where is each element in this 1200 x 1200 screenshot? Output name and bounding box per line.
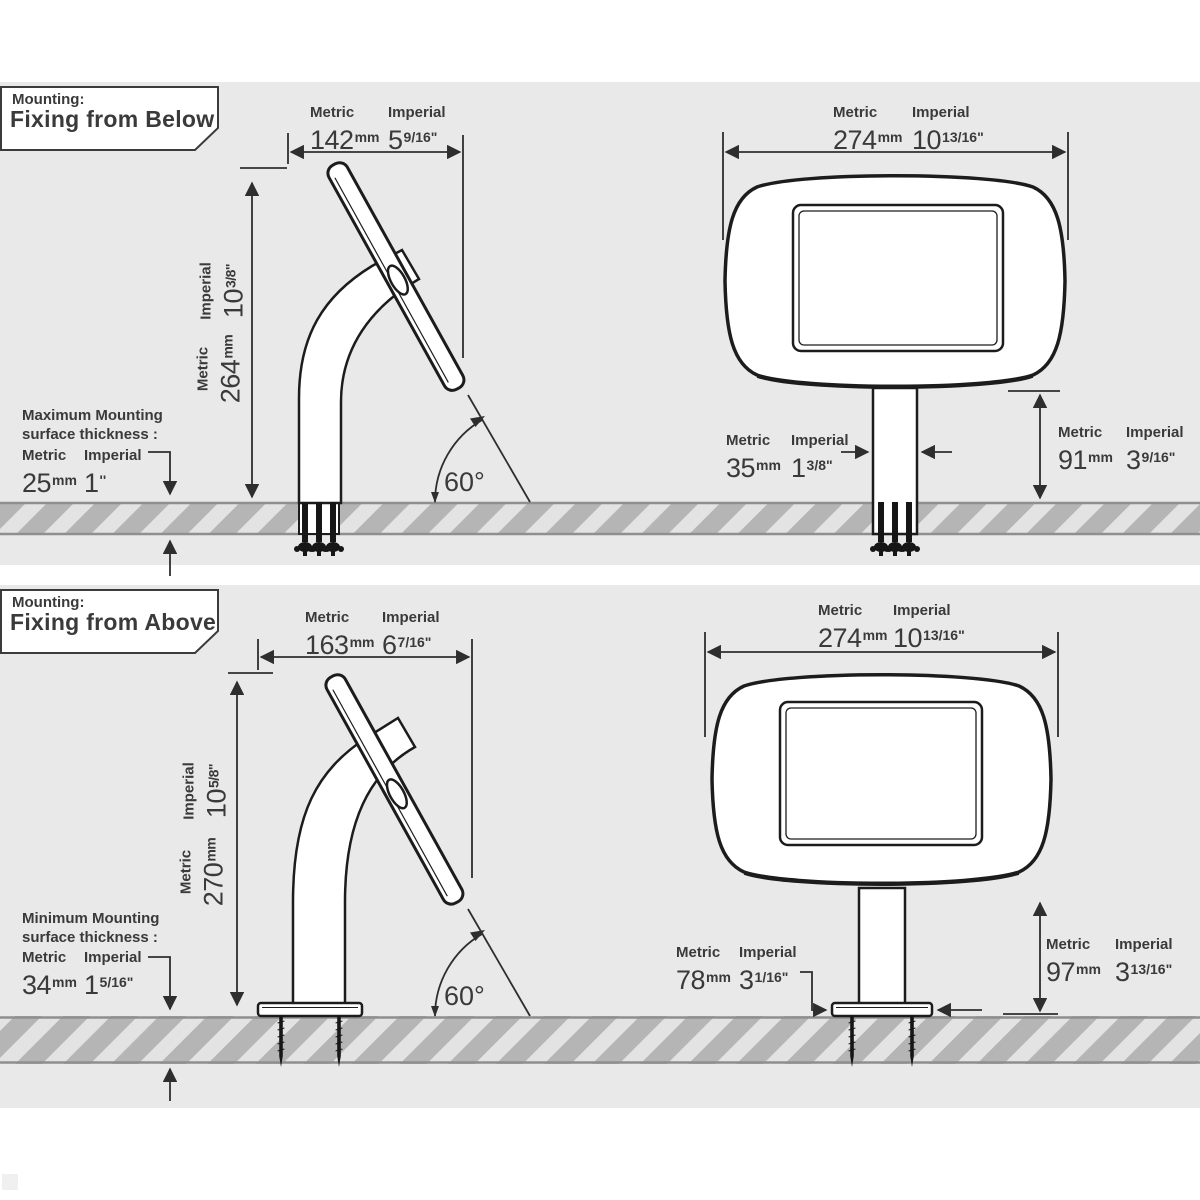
thickness-imperial-below: Imperial 1'' [84,447,142,498]
thickness-metric-above: Metric 34mm [22,949,77,1000]
side-height-metric-above: Metric 270mm [177,837,229,907]
base-width-metric-above: Metric 78mm [676,944,731,995]
stem-height-metric-above: Metric 97mm [1046,936,1101,987]
side-height-imperial-below: Imperial 103/8" [197,262,249,320]
section-fixing-from-below [0,82,1200,565]
title-prefix-below: Mounting: [12,91,85,108]
base-width-imperial-above: Imperial 31/16" [739,944,797,995]
page-title-below: Fixing from Below [10,106,215,132]
stem-height-imperial-above: Imperial 313/16" [1115,936,1173,987]
thickness-note-above: Minimum Mounting surface thickness : [22,910,160,946]
thickness-imperial-above: Imperial 15/16" [84,949,142,1000]
front-width-metric-below: Metric 274mm [833,104,903,155]
side-width-metric-below: Metric 142mm [310,104,380,155]
front-width-imperial-below: Imperial 1013/16" [912,104,984,155]
side-width-imperial-below: Imperial 59/16" [388,104,446,155]
stem-height-metric-below: Metric 91mm [1058,424,1113,475]
side-width-metric-above: Metric 163mm [305,609,375,660]
tilt-angle-above: 60° [444,981,485,1011]
page-title-above: Fixing from Above [10,609,217,635]
side-height-metric-below: Metric 264mm [194,334,246,404]
watermark-square [2,1174,18,1190]
stem-width-metric-below: Metric 35mm [726,432,781,483]
front-width-imperial-above: Imperial 1013/16" [893,602,965,653]
thickness-metric-below: Metric 25mm [22,447,77,498]
title-prefix-above: Mounting: [12,594,85,611]
thickness-note-below: Maximum Mounting surface thickness : [22,407,163,443]
stem-height-imperial-below: Imperial 39/16" [1126,424,1184,475]
stem-width-imperial-below: Imperial 13/8" [791,432,849,483]
front-width-metric-above: Metric 274mm [818,602,888,653]
tilt-angle-below: 60° [444,467,485,497]
side-width-imperial-above: Imperial 67/16" [382,609,440,660]
side-height-imperial-above: Imperial 105/8" [180,762,232,820]
